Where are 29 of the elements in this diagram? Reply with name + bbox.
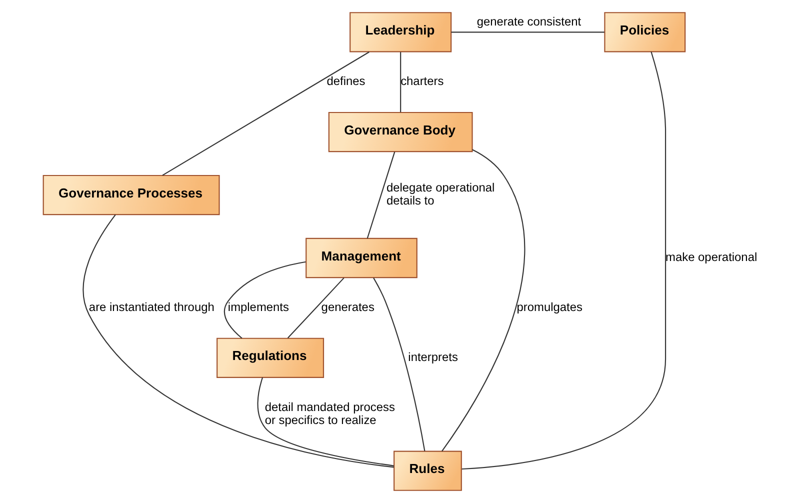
edge-label: are instantiated through [88, 300, 214, 314]
connector [256, 377, 394, 466]
node-box: Governance Processes [42, 174, 220, 216]
edge-label: promulgates [516, 300, 582, 314]
connector [441, 149, 525, 452]
edge-label: interprets [408, 350, 458, 364]
edge-label: delegate operational details to [386, 180, 494, 208]
connector [82, 214, 394, 468]
edge-label: detail mandated process or specifics to realize [264, 400, 394, 427]
connector [162, 52, 369, 176]
node-box: Leadership [349, 12, 452, 52]
edge-label: charters [400, 74, 444, 88]
connector [286, 278, 344, 338]
connector [450, 32, 604, 33]
connector [461, 52, 666, 470]
edge-label: generates [320, 300, 374, 314]
edge-label: defines [326, 74, 365, 88]
node-box: Policies [604, 12, 686, 52]
edge-label: generate consistent [476, 14, 581, 28]
node-box: Regulations [216, 338, 324, 378]
node-box: Rules [393, 450, 462, 491]
connector [372, 278, 425, 452]
edge-label: make operational [665, 250, 757, 264]
node-box: Management [305, 238, 417, 278]
node-box: Governance Body [328, 112, 472, 152]
connector [400, 52, 401, 112]
connector [224, 261, 306, 339]
connector [366, 152, 395, 239]
edge-label: implements [227, 300, 288, 314]
